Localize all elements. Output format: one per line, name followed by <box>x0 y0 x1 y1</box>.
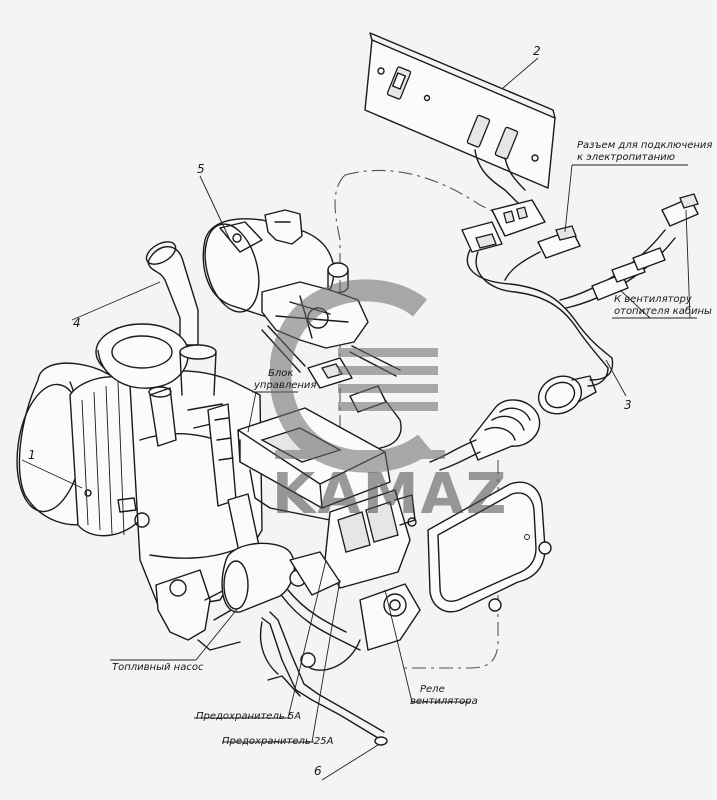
wiring-harness <box>429 193 699 471</box>
label-fan-relay-line2: вентилятора <box>410 696 478 707</box>
logo-wordmark: KAMAZ <box>272 462 509 527</box>
dash-boundary <box>334 169 501 669</box>
kamaz-logo-watermark <box>270 279 445 473</box>
rubber-boot <box>537 375 597 415</box>
switch-panel <box>364 32 556 206</box>
label-fuse-5a: Предохранитель 5А <box>196 711 302 722</box>
label-fuse-25a: Предохранитель 25А <box>222 736 334 747</box>
callout-4: 4 <box>73 316 81 330</box>
cable-gland <box>429 399 541 471</box>
leader-lines <box>21 57 697 781</box>
label-fan-connector-line2: отопителя кабины <box>614 306 712 317</box>
callout-2: 2 <box>533 44 541 58</box>
cover-plate <box>427 481 552 613</box>
fuel-pump <box>197 493 421 746</box>
label-fuel-pump: Топливный насос <box>112 662 204 673</box>
callout-5: 5 <box>197 162 205 176</box>
label-control-unit-line2: управления <box>254 380 317 391</box>
label-control-unit-line1: Блок <box>268 368 294 379</box>
label-power-connector-line2: к электропитанию <box>577 152 676 163</box>
air-pipe <box>145 241 199 346</box>
callout-6: 6 <box>314 764 322 778</box>
label-fan-relay-line1: Реле <box>420 684 445 695</box>
callout-1: 1 <box>28 448 36 462</box>
label-fan-connector-line1: К вентилятору <box>614 294 692 305</box>
heater-body <box>16 323 263 641</box>
callout-3: 3 <box>624 398 632 412</box>
label-power-connector-line1: Разъем для подключения <box>577 140 713 151</box>
